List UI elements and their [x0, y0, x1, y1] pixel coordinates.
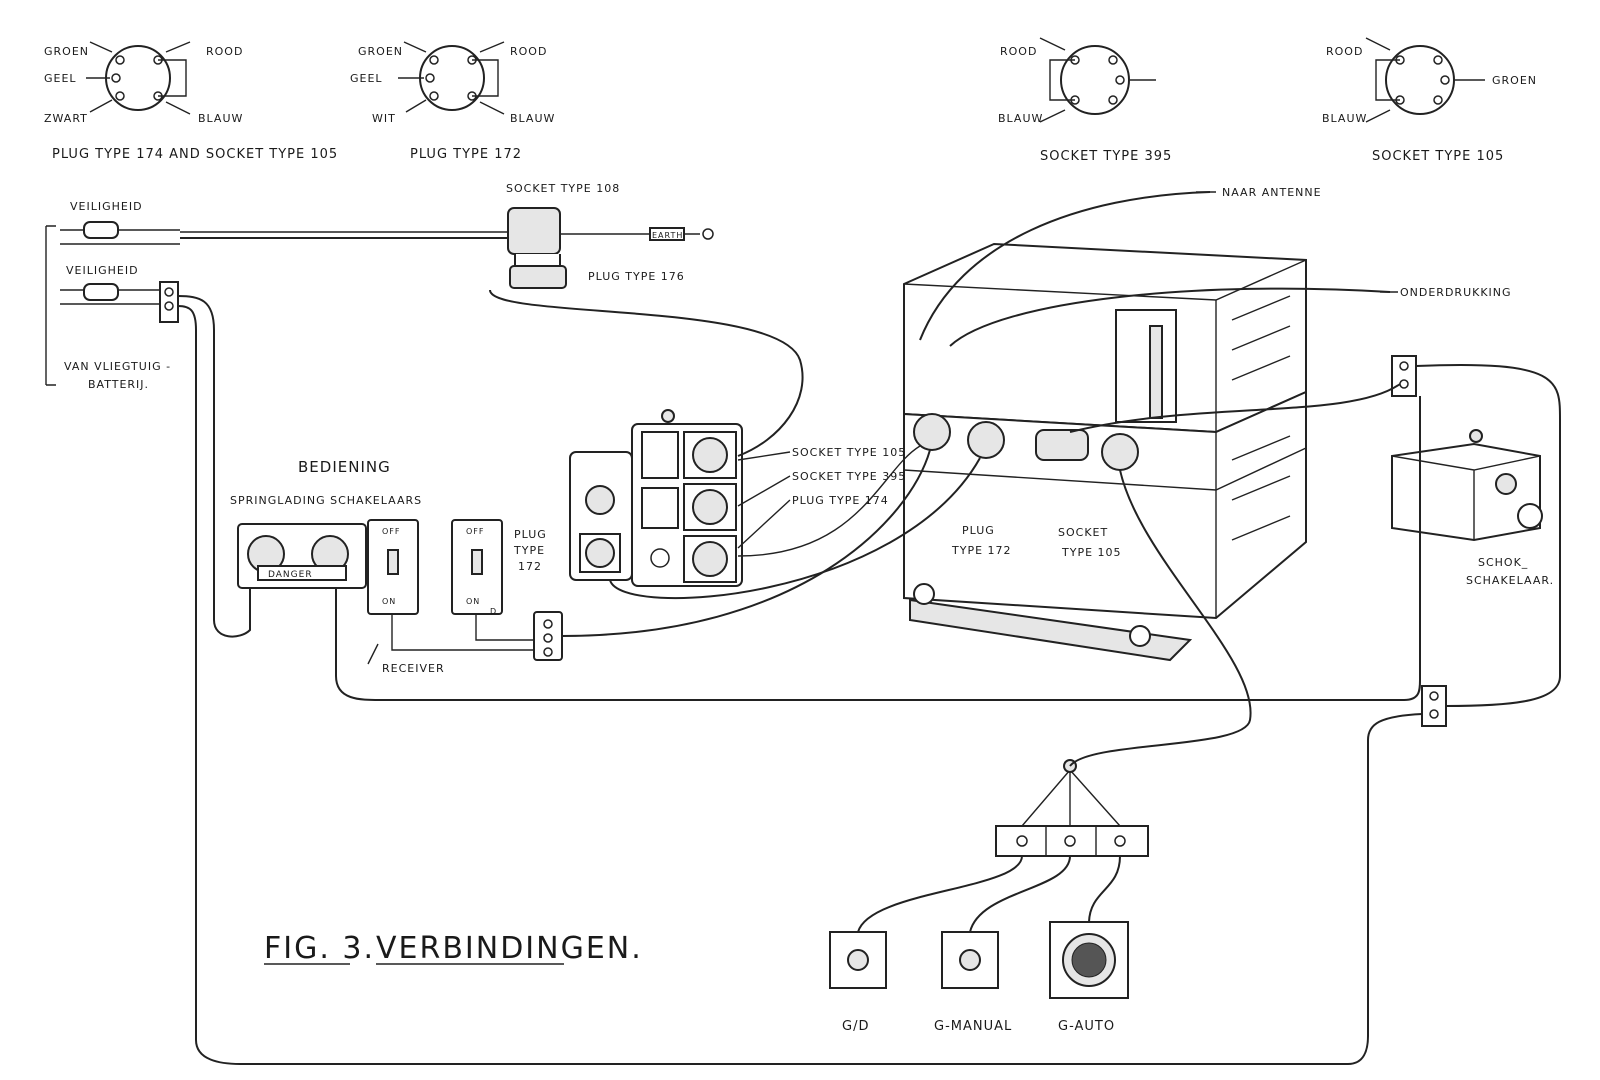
label-d: D	[490, 607, 497, 616]
g-switch-group: G/D G-MANUAL G-AUTO	[829, 759, 1149, 1034]
pin-label-rood: ROOD	[1000, 45, 1037, 58]
control-box: PLUG TYPE 172 SOCKET TYPE 105 SOCKET TYP…	[513, 409, 906, 587]
label-cb-socket-105: SOCKET TYPE 105	[792, 446, 906, 459]
label-earth: EARTH	[652, 231, 683, 240]
label-veiligheid-2: VEILIGHEID	[66, 264, 139, 277]
pin-label-groen: GROEN	[44, 45, 89, 58]
label-unit-socket-2: TYPE 105	[1061, 546, 1122, 559]
pin-label-rood: ROOD	[510, 45, 547, 58]
socket-395-caption: SOCKET TYPE 395	[1040, 149, 1172, 164]
label-plug-176: PLUG TYPE 176	[588, 270, 685, 283]
plug-174-pinout: GROEN GEEL ZWART ROOD BLAUW PLUG TYPE 17…	[44, 41, 338, 162]
pin-label-groen: GROEN	[1492, 74, 1537, 87]
label-battery-2: BATTERIJ.	[88, 378, 149, 391]
label-naar-antenne: NAAR ANTENNE	[1222, 186, 1322, 199]
label-plug-left-2: TYPE	[513, 544, 545, 557]
plug-176	[509, 265, 567, 289]
socket-108	[507, 207, 561, 255]
pin-label-rood: ROOD	[206, 45, 243, 58]
unit-connector-3	[1035, 429, 1089, 461]
pin-label-blauw: BLAUW	[998, 112, 1043, 125]
figure-title: FIG. 3. VERBINDINGEN.	[264, 931, 643, 966]
label-socket-108: SOCKET TYPE 108	[506, 182, 620, 195]
pin-label-groen: GROEN	[358, 45, 403, 58]
label-unit-plug-2: TYPE 172	[951, 544, 1012, 557]
label-springlading: SPRINGLADING SCHAKELAARS	[230, 494, 422, 507]
title-text: VERBINDINGEN.	[376, 931, 643, 966]
plug-174-caption: PLUG TYPE 174 AND SOCKET TYPE 105	[52, 147, 338, 162]
pin-label-blauw: BLAUW	[1322, 112, 1367, 125]
label-cb-plug-174: PLUG TYPE 174	[792, 494, 889, 507]
label-plug-left-3: 172	[518, 560, 542, 573]
fuse-1	[83, 221, 119, 239]
label-on-2: ON	[466, 597, 480, 606]
unit-connector-2	[967, 421, 1005, 459]
label-danger: DANGER	[268, 570, 313, 580]
unit-connector-4	[1101, 433, 1139, 471]
fuse-2	[83, 283, 119, 301]
label-on-1: ON	[382, 597, 396, 606]
earth-tag	[649, 227, 685, 241]
label-unit-plug-1: PLUG	[962, 524, 995, 537]
label-schok-1: SCHOK_	[1478, 556, 1528, 569]
socket-108-assembly: EARTH SOCKET TYPE 108 PLUG TYPE 176	[180, 182, 714, 289]
pin-label-blauw: BLAUW	[198, 112, 243, 125]
socket-395-pinout: ROOD BLAUW SOCKET TYPE 395	[998, 37, 1172, 164]
label-gauto: G-AUTO	[1058, 1019, 1115, 1034]
socket-105-caption: SOCKET TYPE 105	[1372, 149, 1504, 164]
plug-172-pinout: GROEN GEEL WIT ROOD BLAUW PLUG TYPE 172	[350, 41, 555, 162]
unit-connector-1	[913, 413, 951, 451]
cb-socket-105	[692, 437, 728, 473]
socket-105-pinout: ROOD BLAUW GROEN SOCKET TYPE 105	[1322, 37, 1537, 164]
pin-label-geel: GEEL	[350, 72, 383, 85]
label-onderdrukking: ONDERDRUKKING	[1400, 286, 1512, 299]
label-off-2: OFF	[466, 527, 485, 536]
label-schok-2: SCHAKELAAR.	[1466, 574, 1554, 587]
label-unit-socket-1: SOCKET	[1058, 526, 1108, 539]
schok-schakelaar: SCHOK_ SCHAKELAAR.	[1391, 355, 1554, 727]
label-plug-left-1: PLUG	[514, 528, 547, 541]
label-cb-socket-395: SOCKET TYPE 395	[792, 470, 906, 483]
cb-socket-395	[692, 489, 728, 525]
mounting-plate	[909, 598, 1193, 662]
pin-label-blauw: BLAUW	[510, 112, 555, 125]
label-off-1: OFF	[382, 527, 401, 536]
label-gmanual: G-MANUAL	[934, 1019, 1012, 1034]
label-receiver: RECEIVER	[382, 662, 445, 675]
pin-label-wit: WIT	[372, 112, 396, 125]
label-bediening: BEDIENING	[298, 458, 391, 476]
cb-plug-174	[692, 541, 728, 577]
pin-label-geel: GEEL	[44, 72, 77, 85]
label-battery-1: VAN VLIEGTUIG -	[64, 360, 171, 373]
fuse-block: VEILIGHEID VEILIGHEID VAN VLIEGTUIG - BA…	[45, 200, 180, 391]
label-gd: G/D	[842, 1019, 869, 1034]
main-unit	[903, 242, 1307, 662]
pin-label-zwart: ZWART	[44, 112, 88, 125]
label-veiligheid-1: VEILIGHEID	[70, 200, 143, 213]
plug-172-caption: PLUG TYPE 172	[410, 147, 522, 162]
title-prefix: FIG. 3.	[264, 931, 375, 966]
switch-panel: BEDIENING SPRINGLADING SCHAKELAARS DANGE…	[230, 458, 563, 675]
pin-label-rood: ROOD	[1326, 45, 1363, 58]
wiring: NAAR ANTENNE ONDERDRUKKING PLUG TYPE 172…	[177, 186, 1561, 1065]
